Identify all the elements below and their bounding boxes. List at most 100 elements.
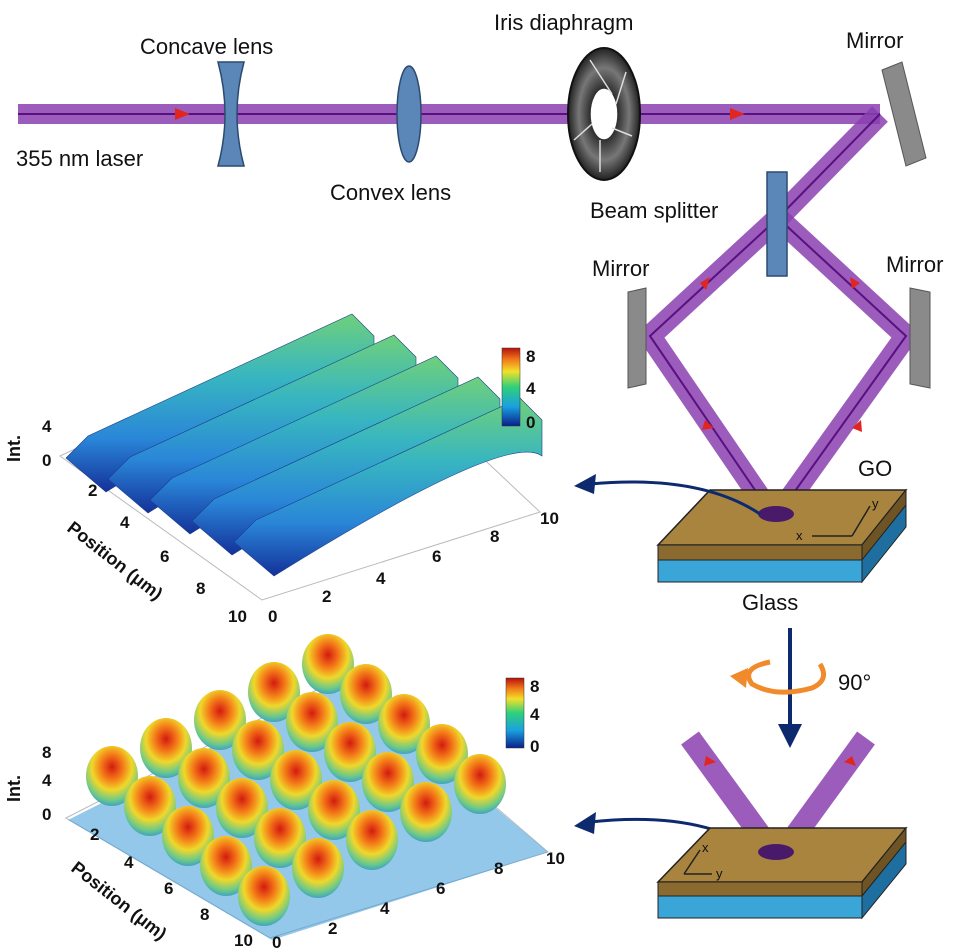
intensity-peak xyxy=(248,662,300,722)
plot-bottom-x-tick: 8 xyxy=(494,859,503,878)
beam-arrow-icon xyxy=(852,420,862,432)
curved-arrow-icon xyxy=(589,480,761,516)
plot-bottom-x-tick: 4 xyxy=(380,899,390,918)
mirror-left-icon xyxy=(627,287,647,389)
plot-top-y-tick: 10 xyxy=(228,607,247,626)
intensity-peak xyxy=(124,776,176,836)
beam-splitter-icon xyxy=(766,171,788,277)
plot-top-ridges xyxy=(65,313,543,577)
beam-arrow-icon xyxy=(850,277,860,289)
plot-bottom-x-tick: 2 xyxy=(328,919,337,938)
intensity-ridge xyxy=(233,397,543,577)
go-glass-stage-top: x y xyxy=(656,488,908,584)
plot-top-colorbar xyxy=(501,347,521,427)
plot-top-y-tick: 4 xyxy=(120,513,130,532)
concave-lens-icon xyxy=(217,61,245,167)
stage-axis-x-label: x xyxy=(796,528,803,543)
plot-top-x-tick: 8 xyxy=(490,527,499,546)
plot-top-y-tick: 6 xyxy=(160,547,169,566)
plot-top: 8 4 0 Int. 4 0 2 4 6 8 10 0 2 4 6 8 10 P… xyxy=(4,313,559,626)
mirror-top-label: Mirror xyxy=(846,28,903,53)
plot-bottom-x-tick: 0 xyxy=(272,933,281,949)
plot-bottom-z-tick: 0 xyxy=(42,805,51,824)
intensity-peak xyxy=(270,750,322,810)
plot-bottom-z-tick: 4 xyxy=(42,771,52,790)
plot-bottom-y-tick: 4 xyxy=(124,853,134,872)
intensity-peak xyxy=(286,692,338,752)
plot-top-y-tick: 2 xyxy=(88,481,97,500)
stage-axis-y-label: y xyxy=(872,496,879,511)
mirror-top-icon xyxy=(881,61,927,167)
plot-bottom-z-label: Int. xyxy=(4,775,24,802)
intensity-peak xyxy=(254,808,306,868)
iris-diaphragm-label: Iris diaphragm xyxy=(494,10,633,35)
intensity-peak xyxy=(194,690,246,750)
beam-arrow-icon xyxy=(730,108,745,120)
intensity-peak xyxy=(346,810,398,870)
intensity-peak xyxy=(416,724,468,784)
convex-lens-label: Convex lens xyxy=(330,180,451,205)
plot-bottom-y-tick: 2 xyxy=(90,825,99,844)
plot-top-z-label: Int. xyxy=(4,435,24,462)
rotation-arrow-head-icon xyxy=(730,668,748,688)
plot-top-x-tick: 4 xyxy=(376,569,386,588)
mirror-right-icon xyxy=(909,287,931,389)
plot-top-x-tick: 6 xyxy=(432,547,441,566)
convex-lens-icon xyxy=(396,65,422,163)
intensity-peak xyxy=(232,720,284,780)
iris-diaphragm-icon xyxy=(567,47,641,181)
intensity-peak xyxy=(140,718,192,778)
rotation-label: 90° xyxy=(838,670,871,695)
plot-bottom-cbar-tick: 8 xyxy=(530,677,539,696)
plot-top-x-tick: 0 xyxy=(268,607,277,626)
beam-splitter-label: Beam splitter xyxy=(590,198,718,223)
concave-lens-label: Concave lens xyxy=(140,34,273,59)
intensity-peak xyxy=(340,664,392,724)
plot-bottom-x-tick: 10 xyxy=(546,849,565,868)
intensity-peak xyxy=(378,694,430,754)
rotation-arrow-icon xyxy=(746,659,827,695)
intensity-peak xyxy=(308,780,360,840)
plot-top-z-tick: 0 xyxy=(42,451,51,470)
intensity-peak xyxy=(292,838,344,898)
laser-beam-path xyxy=(18,104,921,519)
plot-bottom-cbar-tick: 0 xyxy=(530,737,539,756)
plot-top-cbar-tick: 8 xyxy=(526,347,535,366)
intensity-peak xyxy=(86,746,138,806)
plot-top-x-tick: 2 xyxy=(322,587,331,606)
plot-bottom-cbar-tick: 4 xyxy=(530,705,540,724)
down-arrow-head-icon xyxy=(778,724,802,748)
intensity-peak xyxy=(362,752,414,812)
plot-bottom-peaks xyxy=(68,634,548,940)
plot-bottom-y-tick: 8 xyxy=(200,905,209,924)
stage2-axis-y-label: y xyxy=(716,866,723,881)
plot-top-z-tick: 4 xyxy=(42,417,52,436)
go-glass-stage-bottom: x y xyxy=(656,826,908,920)
laser-label: 355 nm laser xyxy=(16,146,143,171)
plot-bottom-x-tick: 6 xyxy=(436,879,445,898)
intensity-peak xyxy=(400,782,452,842)
mirror-left-label: Mirror xyxy=(592,256,649,281)
plot-bottom: 8 4 0 Int. 8 4 0 2 4 6 8 10 0 2 4 6 8 10… xyxy=(4,634,565,949)
go-label: GO xyxy=(858,456,892,481)
curved-arrow-head-icon xyxy=(574,474,596,494)
plot-bottom-z-tick: 8 xyxy=(42,743,51,762)
mirror-right-label: Mirror xyxy=(886,252,943,277)
intensity-peak xyxy=(238,866,290,926)
beam-arrow-icon xyxy=(702,420,714,430)
intensity-peak xyxy=(216,778,268,838)
intensity-peak xyxy=(324,722,376,782)
intensity-peak xyxy=(454,754,506,814)
beam-arrow-icon xyxy=(175,108,190,120)
stage2-axis-x-label: x xyxy=(702,840,709,855)
plot-top-cbar-tick: 0 xyxy=(526,413,535,432)
intensity-peak xyxy=(162,806,214,866)
plot-bottom-y-tick: 10 xyxy=(234,931,253,949)
curved-arrow-bottom-head-icon xyxy=(574,812,596,834)
plot-bottom-colorbar xyxy=(505,677,525,749)
intensity-peak xyxy=(200,836,252,896)
plot-top-y-tick: 8 xyxy=(196,579,205,598)
plot-top-x-tick: 10 xyxy=(540,509,559,528)
plot-bottom-y-tick: 6 xyxy=(164,879,173,898)
